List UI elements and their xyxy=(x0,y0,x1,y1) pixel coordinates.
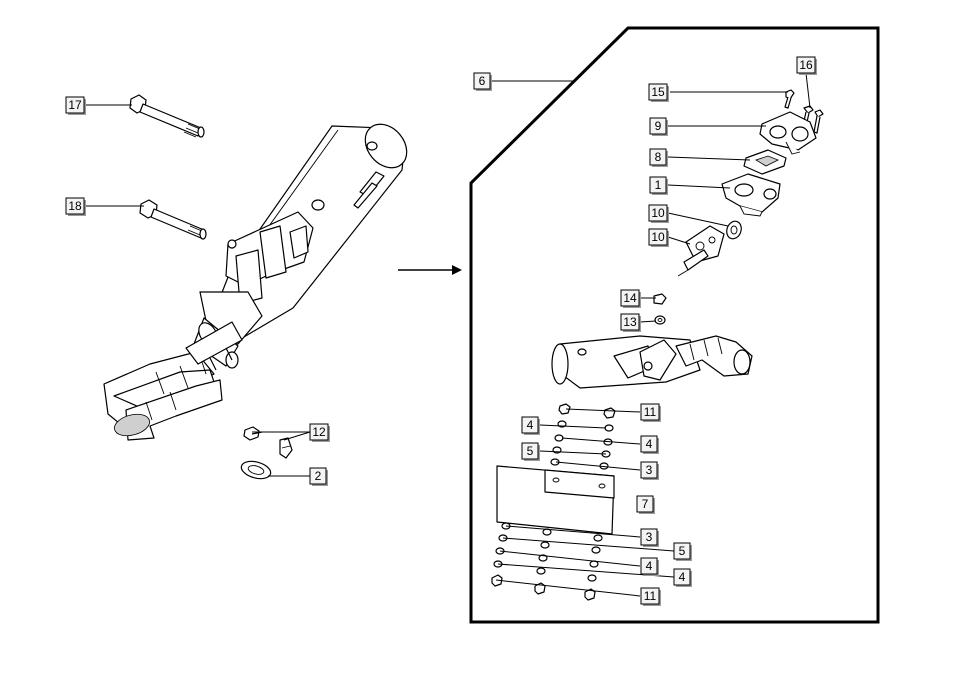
bolt-14 xyxy=(653,293,667,305)
callout-4-b-text: 4 xyxy=(646,437,653,451)
callout-14-text: 14 xyxy=(623,291,637,305)
callout-15-text: 15 xyxy=(651,85,665,99)
callout-7-text: 7 xyxy=(642,497,649,511)
callout-11-bottom-text: 11 xyxy=(644,589,657,603)
bolt-18 xyxy=(139,199,207,240)
bolt-17 xyxy=(129,94,205,138)
plate-7 xyxy=(496,465,615,535)
callout-18: 18 xyxy=(65,197,86,216)
callout-3-a: 3 xyxy=(640,461,659,480)
callout-4-a-text: 4 xyxy=(527,418,534,432)
callout-11-top-text: 11 xyxy=(644,405,657,419)
plate-10b xyxy=(677,225,725,277)
callout-16: 16 xyxy=(796,56,817,75)
plate-bolts-top xyxy=(550,403,616,470)
callout-5-a: 5 xyxy=(521,442,540,461)
callout-9: 9 xyxy=(649,117,668,136)
callout-6: 6 xyxy=(473,72,492,91)
bracket-9 xyxy=(759,111,817,155)
callout-10-upper: 10 xyxy=(648,204,669,223)
callout-8: 8 xyxy=(649,148,668,167)
silencer-detail xyxy=(551,335,753,389)
washer-10a xyxy=(726,220,742,240)
callout-4-d-text: 4 xyxy=(679,570,686,584)
callout-1: 1 xyxy=(649,176,668,195)
callout-6-text: 6 xyxy=(479,74,486,88)
callout-11-top: 11 xyxy=(640,403,661,422)
callout-17: 17 xyxy=(65,96,86,115)
callout-5-b-text: 5 xyxy=(679,544,686,558)
callout-5-b: 5 xyxy=(673,542,692,561)
callout-10-upper-text: 10 xyxy=(651,206,665,220)
callout-15: 15 xyxy=(648,83,669,102)
exhaust-silencer-assembly xyxy=(103,123,408,441)
callout-4-b: 4 xyxy=(640,435,659,454)
callout-12-text: 12 xyxy=(312,425,326,439)
callout-12: 12 xyxy=(309,423,330,442)
callout-14: 14 xyxy=(620,289,641,308)
callout-1-text: 1 xyxy=(655,178,662,192)
callout-18-text: 18 xyxy=(68,199,82,213)
callout-13: 13 xyxy=(620,313,641,332)
callout-17-text: 17 xyxy=(68,98,82,112)
callout-16-text: 16 xyxy=(799,58,813,72)
rubber-8 xyxy=(743,149,787,175)
callout-7: 7 xyxy=(636,495,655,514)
callout-10-lower-text: 10 xyxy=(651,230,665,244)
callout-4-a: 4 xyxy=(521,416,540,435)
holder-1 xyxy=(721,173,781,217)
callout-2: 2 xyxy=(309,467,328,486)
callout-10-lower: 10 xyxy=(648,228,669,247)
callout-4-c-text: 4 xyxy=(646,559,653,573)
callout-3-b-text: 3 xyxy=(646,530,653,544)
callout-8-text: 8 xyxy=(655,150,662,164)
callout-11-bottom: 11 xyxy=(640,587,661,606)
callout-4-d: 4 xyxy=(673,568,692,587)
nut-13 xyxy=(654,315,666,325)
callout-5-a-text: 5 xyxy=(527,444,534,458)
callout-3-b: 3 xyxy=(640,528,659,547)
callout-2-text: 2 xyxy=(315,469,322,483)
callout-3-a-text: 3 xyxy=(646,463,653,477)
callout-4-c: 4 xyxy=(640,557,659,576)
callout-9-text: 9 xyxy=(655,119,662,133)
callout-13-text: 13 xyxy=(623,315,637,329)
direction-arrow xyxy=(398,265,462,275)
fastener-12 xyxy=(243,426,293,459)
gasket-2 xyxy=(240,460,272,480)
